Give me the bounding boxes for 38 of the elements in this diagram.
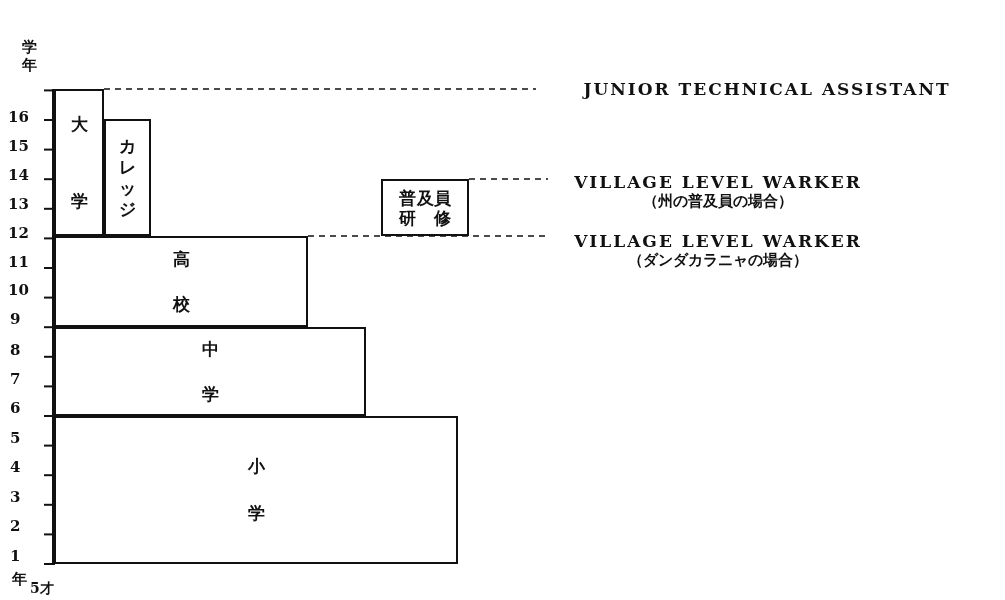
role-note: （ダンダカラニャの場合） xyxy=(628,251,808,270)
school-stage-box xyxy=(54,416,458,564)
stage-name: 小学 xyxy=(246,455,266,525)
tick-label: 1 xyxy=(10,547,21,565)
stage-name: カレッジ xyxy=(118,135,137,220)
school-stage-box xyxy=(381,179,469,236)
stage-name: 高校 xyxy=(171,247,191,316)
role-note: （州の普及員の場合） xyxy=(643,192,793,211)
axis-unit: 年 xyxy=(12,570,27,589)
tick-label: 9 xyxy=(10,310,21,328)
tick-label: 6 xyxy=(10,399,21,417)
school-stage-box xyxy=(54,327,366,416)
tick-label: 12 xyxy=(8,224,29,242)
tick-label: 7 xyxy=(10,370,21,388)
age-label: 5才 xyxy=(30,580,54,598)
axis-title: 学年 xyxy=(22,38,38,74)
tick-label: 14 xyxy=(8,166,29,184)
leader-line xyxy=(468,178,549,180)
school-stage-box xyxy=(54,89,104,236)
tick-label: 4 xyxy=(10,458,21,476)
tick-label: 10 xyxy=(8,281,29,299)
leader-line xyxy=(103,88,537,90)
tick-label: 13 xyxy=(8,195,29,213)
school-stage-box xyxy=(104,119,151,236)
role-title: VILLAGE LEVEL WARKER xyxy=(574,172,862,192)
tick-label: 5 xyxy=(10,429,21,447)
tick-label: 16 xyxy=(8,108,29,126)
tick-label: 11 xyxy=(8,253,29,271)
role-title: JUNIOR TECHNICAL ASSISTANT xyxy=(583,79,951,99)
stage-name: 大学 xyxy=(69,112,89,213)
stage-name: 中学 xyxy=(200,337,220,406)
tick-label: 2 xyxy=(10,517,21,535)
tick-label: 15 xyxy=(8,137,29,155)
stage-name: 普及員研修 xyxy=(398,187,452,228)
tick-label: 8 xyxy=(10,341,21,359)
role-title: VILLAGE LEVEL WARKER xyxy=(574,231,862,251)
tick-label: 3 xyxy=(10,488,21,506)
school-stage-box xyxy=(54,236,308,327)
